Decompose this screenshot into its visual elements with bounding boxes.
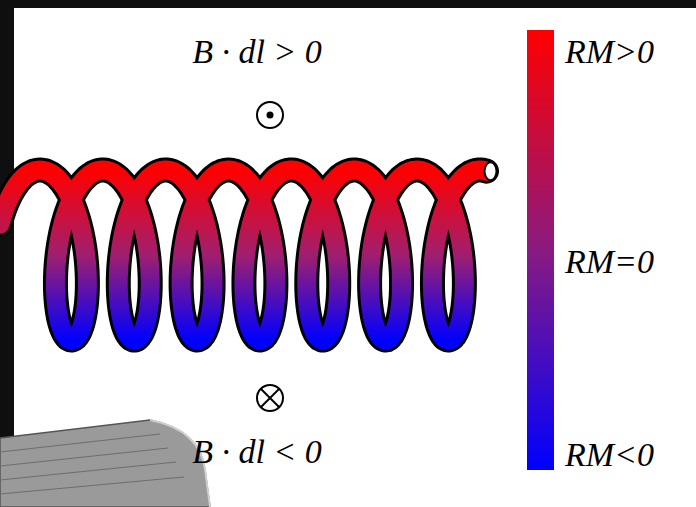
- field-label: B · dl > 0: [192, 35, 322, 69]
- helix-body: [0, 170, 486, 340]
- colorbar-tick: RM>0: [565, 35, 654, 69]
- into-page-symbol: [257, 385, 283, 411]
- out-of-page-symbol: [257, 102, 283, 128]
- cylinder-fragment: [0, 420, 210, 507]
- helix-end: [485, 162, 497, 180]
- helix-tube: [0, 162, 496, 340]
- helix-outline: [0, 170, 486, 340]
- field-label: B · dl < 0: [192, 435, 322, 469]
- colorbar-tick: RM<0: [565, 438, 654, 472]
- colorbar: [527, 30, 554, 470]
- colorbar-tick: RM=0: [565, 245, 654, 279]
